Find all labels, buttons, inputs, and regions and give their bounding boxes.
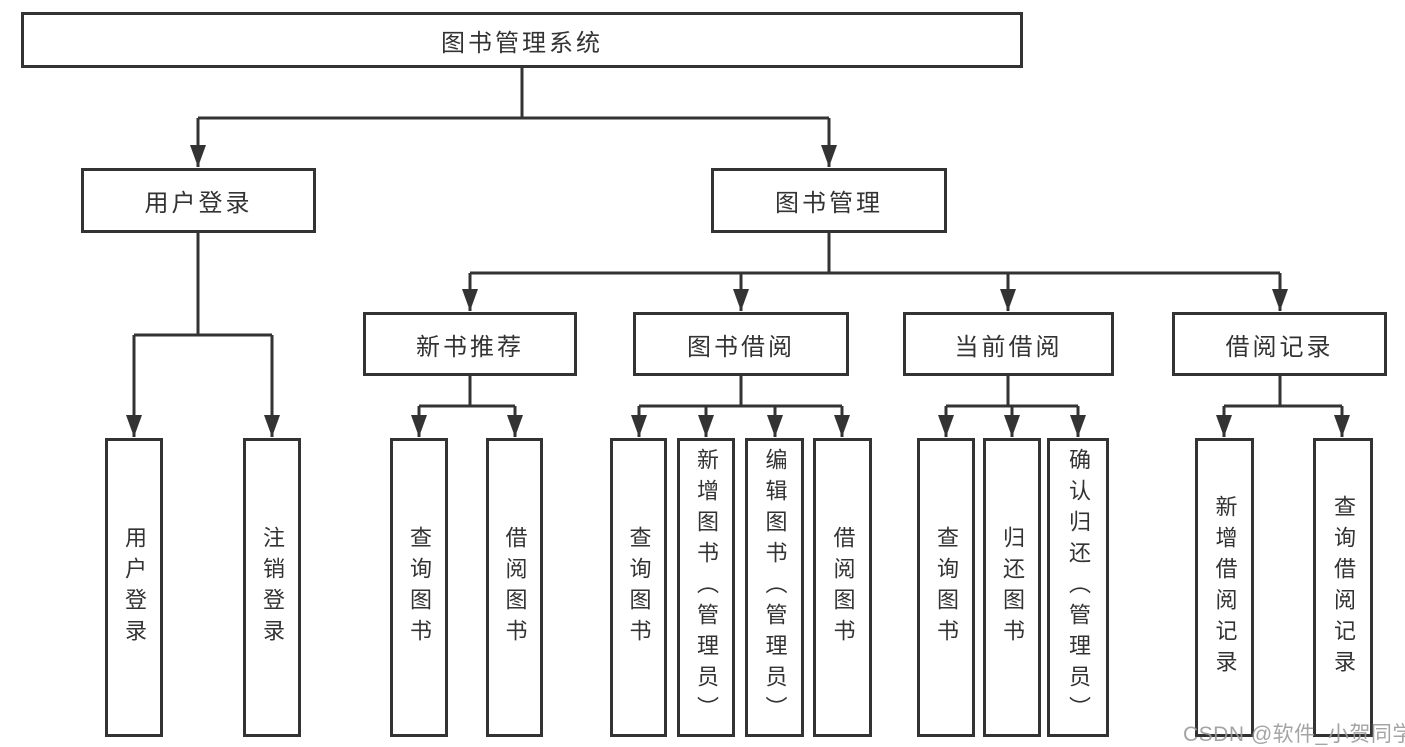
node-label: 当前借阅 — [954, 333, 1063, 361]
leaf-label: 借阅图书 — [830, 525, 856, 650]
node-label: 图书管理 — [775, 190, 883, 217]
connector-root-to-level2 — [190, 68, 837, 167]
leaf-add-books-admin: 新增图书（管理员） — [677, 438, 735, 737]
node-book-management-branch: 图书管理 — [711, 168, 947, 233]
node-label: 图书借阅 — [687, 333, 795, 361]
connector-new-book-children — [411, 376, 523, 437]
leaf-label: 借阅图书 — [502, 525, 528, 650]
leaf-label: 新增借阅记录 — [1212, 494, 1238, 681]
leaf-query-books-borrow: 查询图书 — [610, 438, 667, 737]
leaf-label: 注销登录 — [260, 525, 285, 650]
node-label: 图书管理系统 — [441, 29, 603, 57]
leaf-label: 用户登录 — [122, 525, 147, 650]
connector-book-borrow-children — [631, 376, 850, 437]
connector-book-management-children — [462, 233, 1288, 311]
leaf-logout: 注销登录 — [243, 438, 301, 737]
connector-current-borrow-children — [938, 376, 1086, 437]
node-borrow-record: 借阅记录 — [1172, 312, 1387, 376]
node-library-management-system: 图书管理系统 — [21, 12, 1023, 68]
leaf-query-books-recommend: 查询图书 — [390, 438, 448, 737]
leaf-label: 确认归还（管理员） — [1066, 448, 1091, 727]
leaf-user-login: 用户登录 — [105, 438, 163, 737]
leaf-label: 新增图书（管理员） — [694, 448, 719, 727]
leaf-query-borrow-record: 查询借阅记录 — [1313, 438, 1373, 737]
leaf-label: 归还图书 — [1000, 525, 1025, 650]
node-label: 新书推荐 — [416, 333, 524, 361]
node-user-login-branch: 用户登录 — [81, 168, 316, 233]
leaf-confirm-return-admin: 确认归还（管理员） — [1047, 438, 1109, 737]
node-current-borrow: 当前借阅 — [903, 312, 1114, 376]
leaf-return-books: 归还图书 — [983, 438, 1041, 737]
connector-user-login-children — [126, 233, 280, 437]
csdn-watermark: CSDN @软件_小贺同学 — [1183, 723, 1405, 746]
node-book-borrow: 图书借阅 — [633, 312, 849, 376]
leaf-label: 编辑图书（管理员） — [762, 448, 788, 727]
leaf-label: 查询图书 — [407, 525, 432, 650]
leaf-label: 查询图书 — [626, 525, 652, 650]
leaf-label: 查询借阅记录 — [1331, 494, 1356, 681]
node-new-book-recommend: 新书推荐 — [363, 312, 577, 376]
leaf-label: 查询图书 — [934, 525, 959, 650]
node-label: 借阅记录 — [1225, 333, 1334, 361]
leaf-edit-books-admin: 编辑图书（管理员） — [745, 438, 804, 737]
leaf-borrow-books-recommend: 借阅图书 — [486, 438, 543, 737]
leaf-borrow-books: 借阅图书 — [813, 438, 872, 737]
node-label: 用户登录 — [144, 190, 253, 217]
leaf-query-books-current: 查询图书 — [917, 438, 975, 737]
connector-borrow-record-children — [1216, 376, 1350, 437]
leaf-add-borrow-record: 新增借阅记录 — [1195, 438, 1254, 737]
